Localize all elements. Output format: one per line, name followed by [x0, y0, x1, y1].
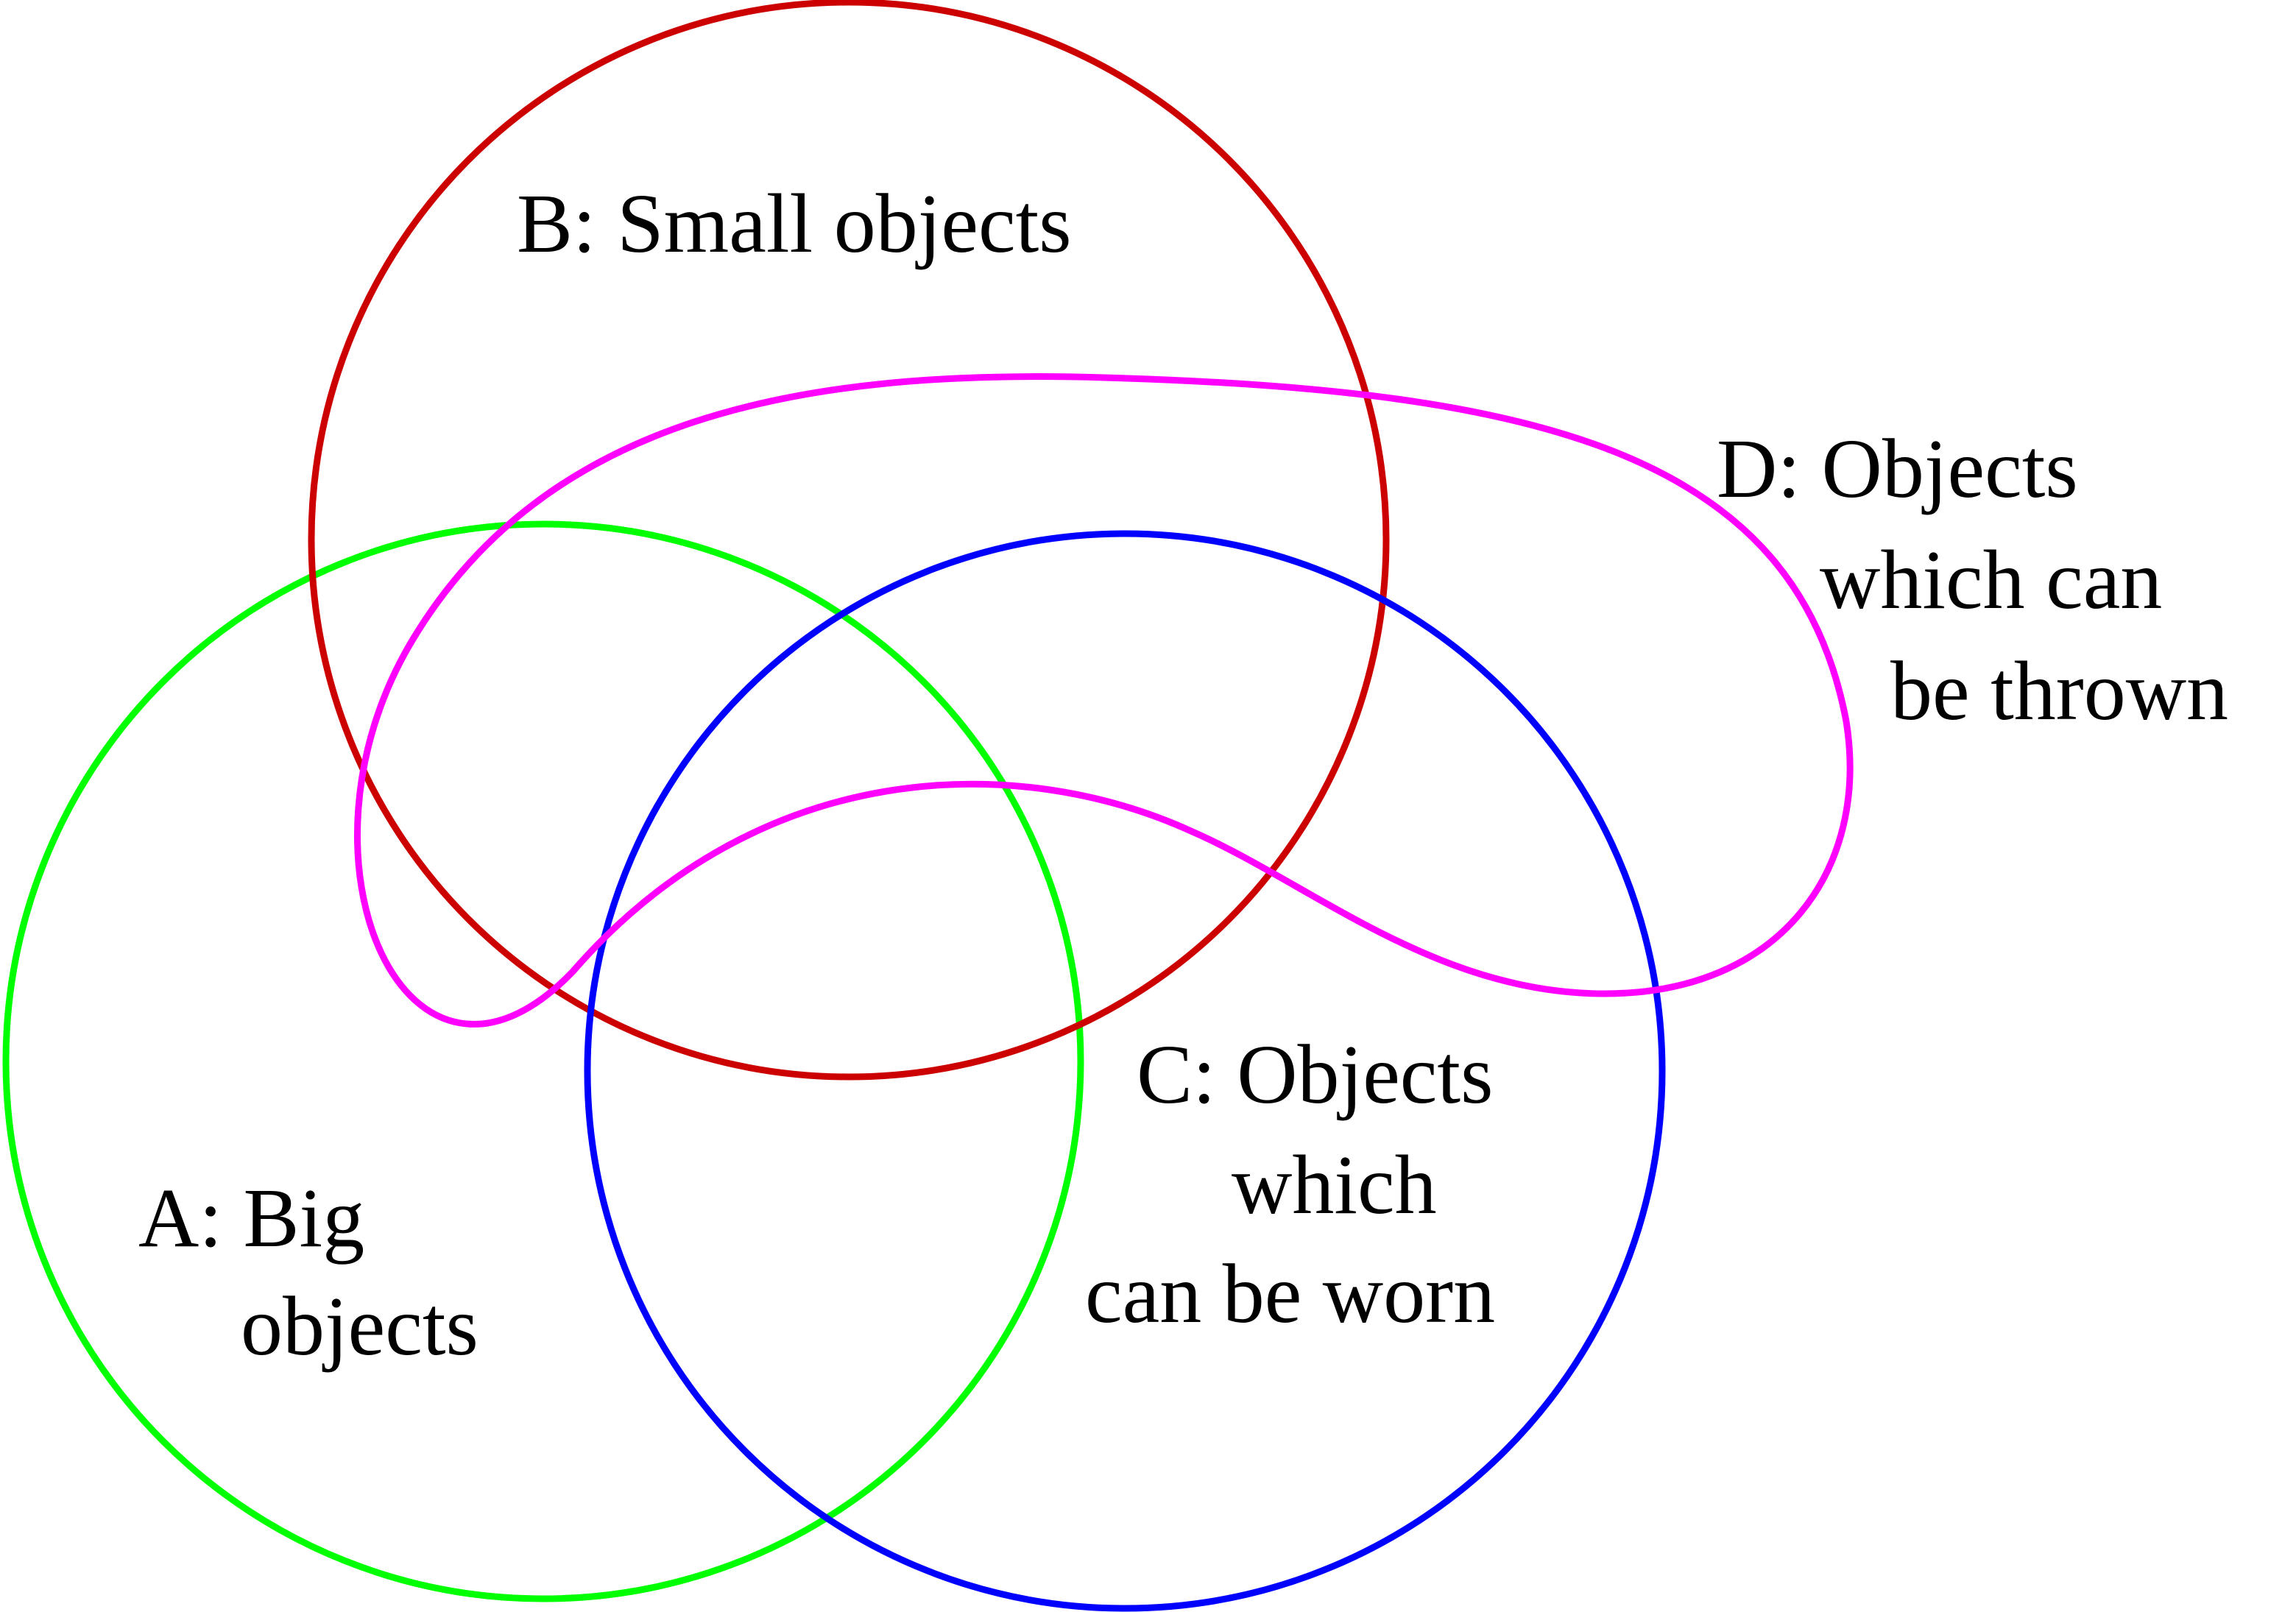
set-d-label: D: Objects which can be thrown	[1717, 422, 2228, 738]
set-c-label-line-3: can be worn	[1085, 1247, 1495, 1340]
set-c-label-line-1: C: Objects	[1137, 1028, 1493, 1121]
set-a-label-line-1: A: Big	[138, 1171, 364, 1265]
set-b-small-objects-outline	[308, 0, 1390, 1081]
set-d-throwable-objects-outline	[353, 373, 1854, 1028]
set-d-label-line-1: D: Objects	[1717, 422, 2078, 515]
set-a-label: A: Big objects	[138, 1171, 478, 1373]
set-d-label-line-3: be thrown	[1890, 644, 2228, 738]
set-c-label: C: Objects which can be worn	[1085, 1028, 1514, 1340]
set-a-big-objects-outline	[2, 520, 1084, 1602]
set-c-wearable-objects-outline	[584, 530, 1666, 1612]
set-c-label-line-2: which	[1232, 1138, 1437, 1231]
set-d-label-line-2: which can	[1820, 533, 2162, 626]
set-a-label-line-2: objects	[241, 1279, 478, 1373]
set-b-label-line-1: B: Small objects	[517, 177, 1072, 270]
set-b-label: B: Small objects	[517, 177, 1072, 270]
